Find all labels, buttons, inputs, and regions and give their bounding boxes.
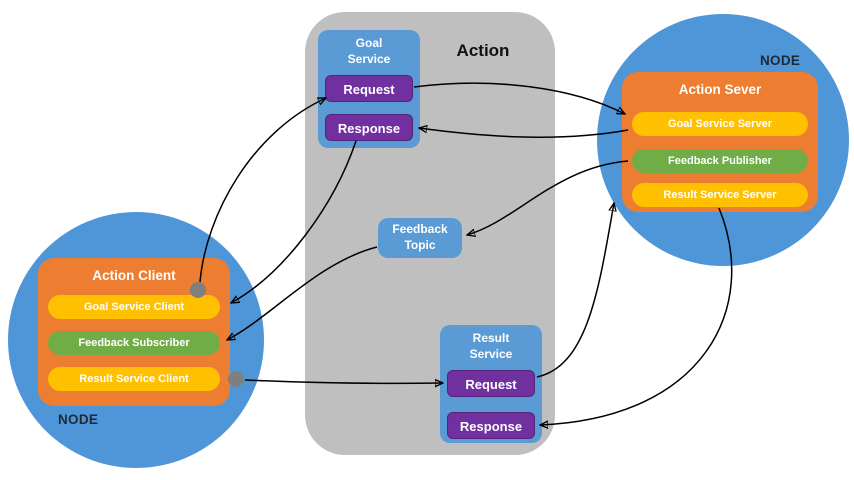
result-service-title: Result Service bbox=[469, 331, 513, 361]
goal-service-client-pill: Goal Service Client bbox=[48, 295, 220, 319]
action-client-title: Action Client bbox=[92, 268, 176, 283]
feedback-topic-box: Feedback Topic bbox=[378, 218, 462, 258]
feedback-subscriber-pill: Feedback Subscriber bbox=[48, 331, 220, 355]
action-client-box: Action Client Goal Service Client Feedba… bbox=[38, 258, 230, 406]
feedback-topic-title: Feedback Topic bbox=[392, 222, 448, 252]
result-service-server-pill: Result Service Server bbox=[632, 183, 808, 207]
result-service-box: Result Service Request Response bbox=[440, 325, 542, 443]
goal-service-server-pill: Goal Service Server bbox=[632, 112, 808, 136]
feedback-publisher-pill: Feedback Publisher bbox=[632, 149, 808, 173]
goal-service-title: Goal Service bbox=[347, 36, 391, 66]
result-connector-dot bbox=[228, 371, 244, 387]
action-server-box: Action Sever Goal Service Server Feedbac… bbox=[622, 72, 818, 212]
goal-connector-dot bbox=[190, 282, 206, 298]
client-node-label: NODE bbox=[58, 412, 99, 427]
goal-response-button: Response bbox=[325, 114, 413, 141]
result-service-client-pill: Result Service Client bbox=[48, 367, 220, 391]
action-title: Action bbox=[456, 41, 510, 60]
action-server-title: Action Sever bbox=[678, 82, 762, 97]
result-response-button: Response bbox=[447, 412, 535, 439]
goal-request-button: Request bbox=[325, 75, 413, 102]
goal-service-box: Goal Service Request Response bbox=[318, 30, 420, 148]
result-request-button: Request bbox=[447, 370, 535, 397]
server-node-label: NODE bbox=[760, 53, 801, 68]
